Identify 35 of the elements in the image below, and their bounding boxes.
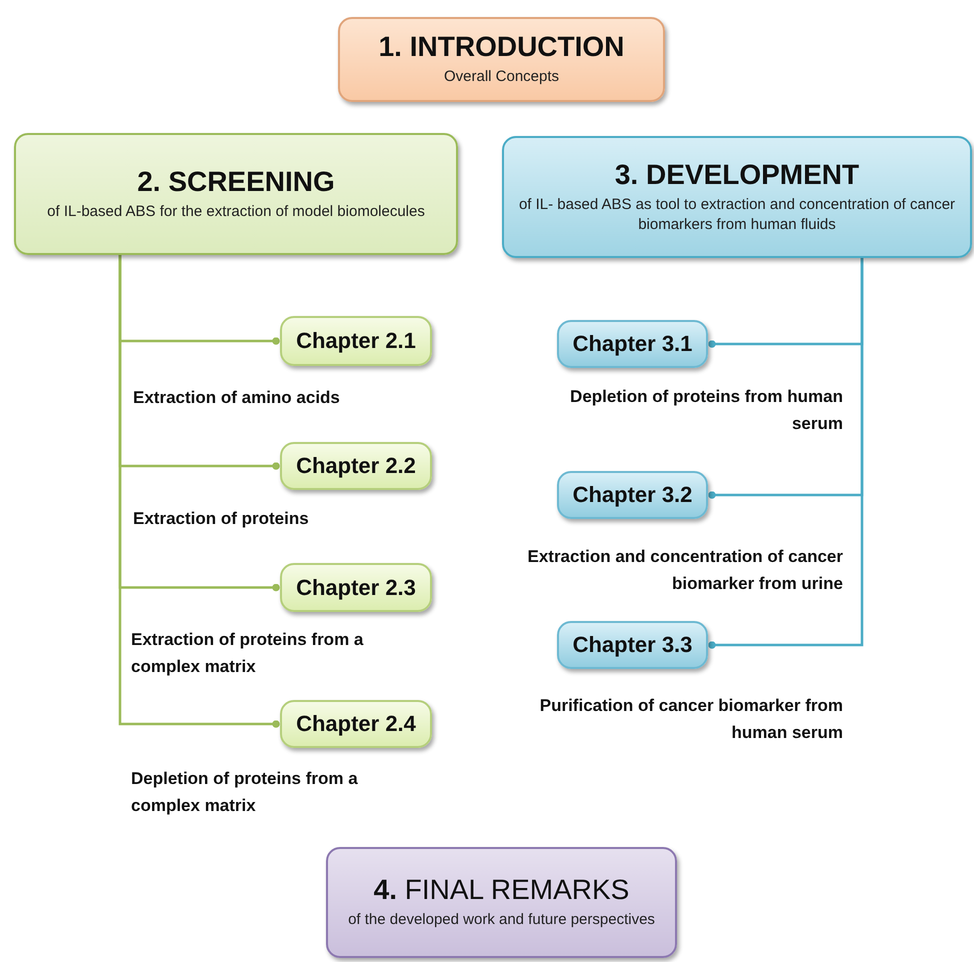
chapter-box [557, 621, 708, 669]
chapter-title: Chapter 2.1 [296, 328, 416, 354]
chapter-title: Chapter 3.2 [572, 482, 692, 508]
chapter-description: Purification of cancer biomarker from human serum [538, 695, 843, 744]
chapter-box [557, 320, 708, 368]
chapter-description: Extraction of proteins from a complex matrix [131, 629, 364, 678]
chapter-description: Extraction of amino acids [133, 387, 341, 409]
section-title: 3. DEVELOPMENT [614, 158, 860, 191]
section-box [502, 136, 972, 258]
section-box [326, 847, 677, 958]
chapter-description: Depletion of proteins from human serum [569, 386, 843, 436]
chapter-description: Extraction of proteins [133, 508, 310, 530]
chapter-title: Chapter 2.2 [296, 453, 416, 479]
chapter-title: Chapter 3.3 [572, 632, 692, 658]
chapter-description: Extraction and concentration of cancer biomarker from urine [526, 546, 843, 596]
section-box [338, 17, 665, 102]
section-description: of IL-based ABS for the extraction of model biomolecules [46, 202, 426, 222]
section-title: 2. SCREENING [137, 166, 335, 198]
chapter-box [280, 316, 432, 366]
chapter-box [280, 700, 432, 748]
section-box [14, 133, 458, 255]
section-title: 1. INTRODUCTION [378, 31, 624, 64]
section-description: of the developed work and future perspectives [347, 910, 656, 930]
section-description: Overall Concepts [442, 67, 560, 88]
chapter-box [280, 442, 432, 490]
chapter-description: Depletion of proteins from a complex matrix [131, 768, 359, 818]
connector-line [118, 255, 280, 728]
connector-line [708, 258, 864, 649]
section-title: 4. FINAL REMARKS [374, 874, 630, 906]
chapter-title: Chapter 2.3 [296, 574, 416, 600]
chapter-title: Chapter 2.4 [296, 711, 416, 737]
chapter-box [280, 563, 432, 612]
chapter-title: Chapter 3.1 [572, 331, 692, 357]
section-description: of IL- based ABS as tool to extraction and concentration of cancer biomarkers from human fluids [518, 194, 956, 235]
chapter-box [557, 471, 708, 519]
